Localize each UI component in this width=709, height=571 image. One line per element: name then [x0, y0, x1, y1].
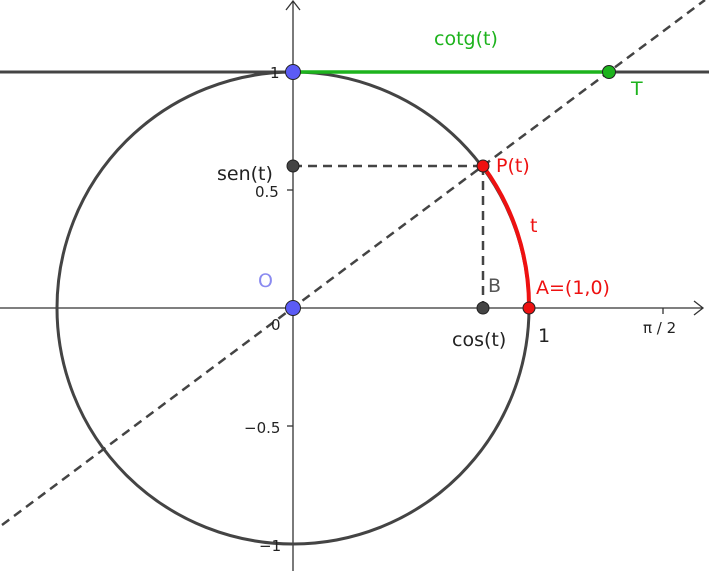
label-cos: cos(t) — [452, 329, 506, 351]
y-tick-label-neg0.5: −0.5 — [244, 419, 280, 437]
label-one: 1 — [538, 325, 550, 347]
y-tick-label-1: 1 — [270, 64, 280, 82]
y-tick-label-0.5: 0.5 — [255, 183, 279, 201]
x-axis-arrow — [693, 300, 705, 316]
label-A: A=(1,0) — [536, 277, 610, 299]
label-pi-half: π / 2 — [643, 319, 676, 337]
y-tick-label-neg1: −1 — [259, 537, 281, 555]
point-origin[interactable] — [285, 300, 301, 316]
label-P: P(t) — [496, 155, 530, 177]
y-axis-arrow — [285, 0, 301, 11]
label-O: O — [258, 270, 273, 292]
point-B[interactable] — [476, 301, 490, 315]
label-sen: sen(t) — [217, 163, 273, 185]
point-sen[interactable] — [286, 159, 300, 173]
label-B: B — [488, 275, 501, 297]
label-cotg: cotg(t) — [434, 28, 498, 50]
point-T[interactable] — [602, 65, 616, 79]
y-tick-label-0: 0 — [271, 316, 281, 334]
point-A[interactable] — [522, 301, 536, 315]
line-through-origin — [1, 0, 706, 527]
point-y-1[interactable] — [285, 64, 301, 80]
label-t: t — [530, 215, 537, 237]
point-P[interactable] — [476, 159, 490, 173]
label-T: T — [630, 78, 643, 100]
arc-t — [481, 164, 532, 309]
